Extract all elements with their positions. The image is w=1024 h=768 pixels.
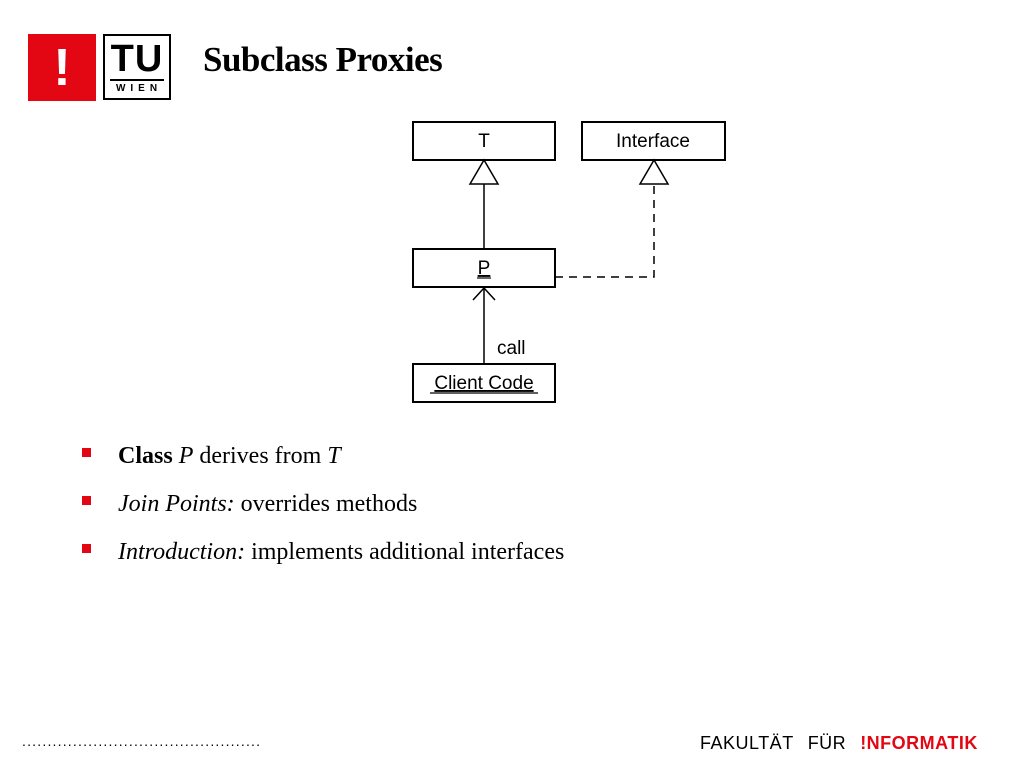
bullet-text: derives from xyxy=(193,443,328,469)
footer-fuer: FÜR xyxy=(807,733,847,753)
bullet-text: Introduction: xyxy=(118,539,246,565)
bullet-item: Class P derives from T xyxy=(80,436,564,484)
bullet-square-icon xyxy=(82,544,91,553)
object-label-p: P xyxy=(478,258,491,279)
call-label: call xyxy=(497,338,526,359)
bullet-text: overrides methods xyxy=(234,491,418,517)
class-label-interface: Interface xyxy=(616,131,690,152)
bullet-square-icon xyxy=(82,448,91,457)
bullet-item: Join Points: overrides methods xyxy=(80,484,564,532)
class-box-interface: Interface xyxy=(581,121,726,161)
class-box-t: T xyxy=(412,121,556,161)
realization-arrow-p-to-interface xyxy=(555,158,670,278)
bullet-text: implements additional interfaces xyxy=(245,539,565,565)
bullet-text: Class xyxy=(118,443,173,469)
footer-informatik: !NFORMATIK xyxy=(860,733,978,753)
tu-exclamation-logo: ! xyxy=(28,34,96,101)
class-box-p: P xyxy=(412,248,556,288)
logo-exclaim-text: ! xyxy=(53,38,71,97)
page-title: Subclass Proxies xyxy=(203,40,443,79)
bullet-text: Join Points: xyxy=(118,491,235,517)
class-label-t: T xyxy=(478,131,490,152)
footer-dotted-line: ........................................… xyxy=(22,733,262,749)
logo-wien-text: WIEN xyxy=(115,82,163,94)
bullet-square-icon xyxy=(82,496,91,505)
footer-fakultaet: FAKULTÄT xyxy=(700,733,794,753)
logo-divider xyxy=(110,78,164,81)
faculty-logo: FAKULTÄT FÜR !NFORMATIK xyxy=(700,733,978,754)
tu-wien-logo: TU WIEN xyxy=(103,34,171,100)
logo-tu-text: TU xyxy=(110,37,164,80)
bullet-item: Introduction: implements additional inte… xyxy=(80,532,564,580)
bullet-list: Class P derives from T Join Points: over… xyxy=(80,436,564,580)
object-box-client-code: Client Code xyxy=(412,363,556,403)
inheritance-arrow-p-to-t xyxy=(468,158,500,249)
bullet-text: P xyxy=(178,443,194,469)
object-label-client-code: Client Code xyxy=(434,373,533,394)
bullet-text: T xyxy=(327,443,341,469)
call-arrow-client-to-p xyxy=(472,286,496,364)
